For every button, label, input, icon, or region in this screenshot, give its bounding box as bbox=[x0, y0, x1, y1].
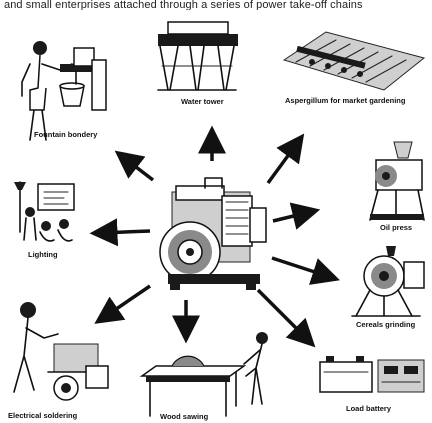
lighting-illustration bbox=[14, 182, 74, 241]
fountain-illustration bbox=[22, 41, 106, 140]
label-water-tower: Water tower bbox=[181, 97, 224, 106]
label-battery: Load battery bbox=[346, 404, 392, 413]
engine-illustration bbox=[160, 178, 266, 290]
cereals-illustration bbox=[352, 246, 424, 316]
arrow-to-lighting bbox=[100, 231, 150, 233]
label-lighting: Lighting bbox=[28, 250, 58, 259]
soldering-illustration bbox=[14, 302, 108, 400]
wood-illustration bbox=[142, 332, 268, 416]
arrow-to-cereals bbox=[272, 258, 330, 277]
label-fountain: Fountain bondery bbox=[34, 130, 98, 139]
oil-press-illustration bbox=[370, 142, 424, 220]
label-oil-press: Oil press bbox=[380, 223, 412, 232]
label-cereals: Cereals grinding bbox=[356, 320, 416, 329]
water-tower-illustration bbox=[158, 22, 238, 90]
battery-illustration bbox=[320, 356, 424, 392]
arrow-to-battery bbox=[258, 290, 308, 340]
label-soldering: Electrical soldering bbox=[8, 411, 78, 420]
aspergillum-illustration bbox=[284, 32, 424, 90]
arrow-to-soldering bbox=[103, 286, 150, 318]
label-wood: Wood sawing bbox=[160, 412, 209, 421]
label-aspergillum: Aspergillum for market gardening bbox=[285, 96, 406, 105]
arrow-to-oil-press bbox=[273, 212, 310, 221]
arrow-to-fountain bbox=[123, 157, 153, 180]
arrow-to-aspergillum bbox=[268, 142, 298, 183]
